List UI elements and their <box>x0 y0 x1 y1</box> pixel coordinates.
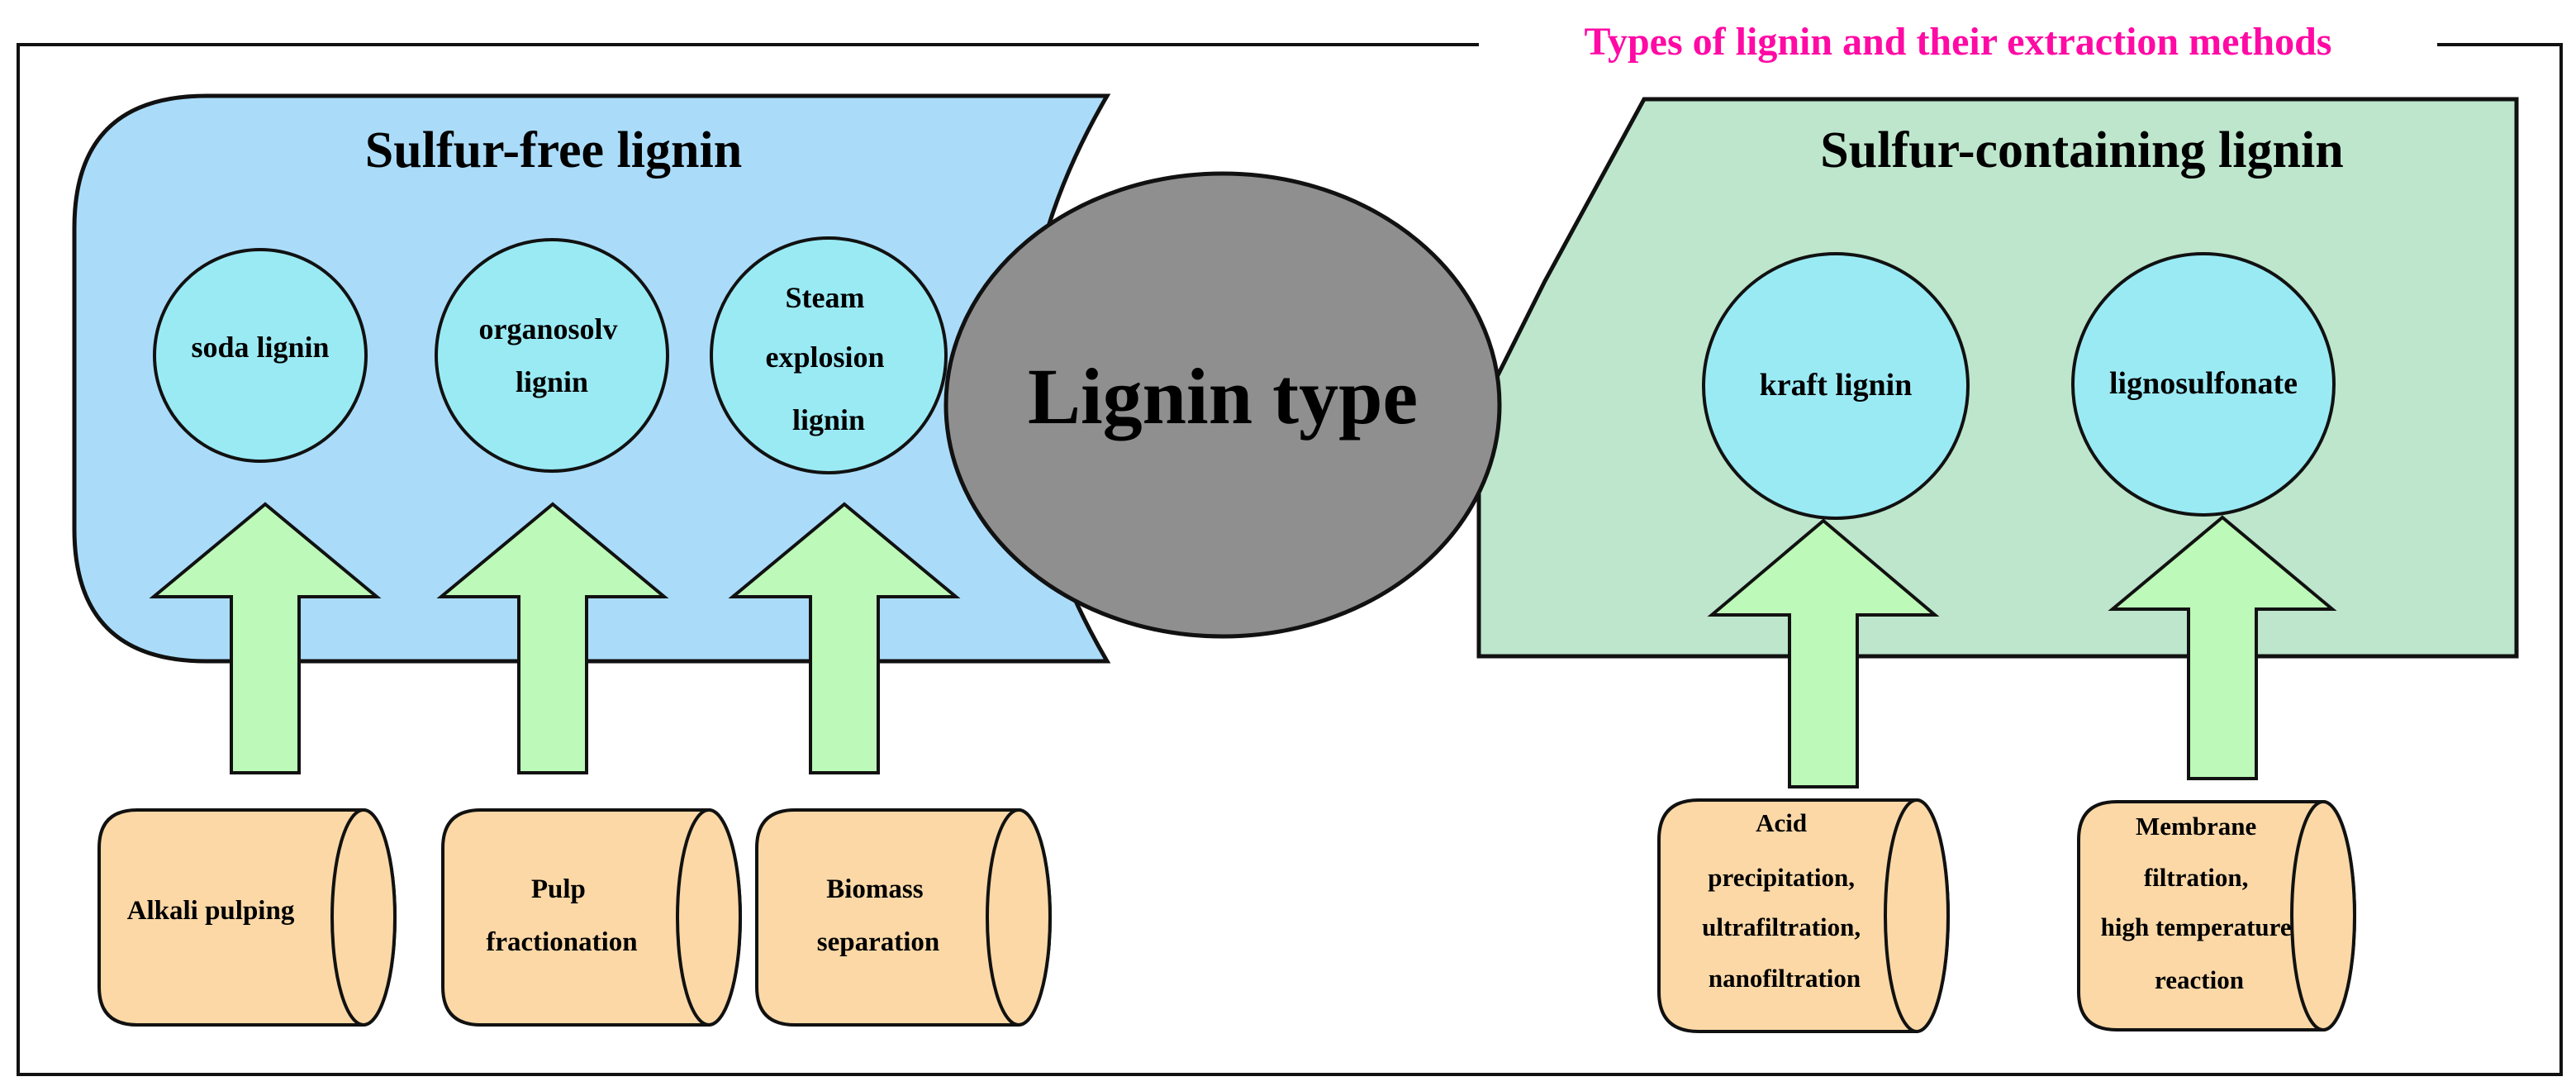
type-label-line: lignin <box>792 403 865 436</box>
method-label-line: high temperature <box>2101 912 2292 941</box>
type-node-soda-lignin: soda lignin <box>153 248 368 463</box>
arrow-up-icon <box>149 502 382 774</box>
method-label: Acid precipitation, ultrafiltration, nan… <box>1702 808 1867 993</box>
method-label: Pulp fractionation <box>486 874 637 957</box>
method-label-line: filtration, <box>2144 863 2249 892</box>
type-label: lignosulfonate <box>2109 366 2298 401</box>
type-label: Steam explosion lignin <box>765 281 891 436</box>
sulfur-containing-heading: Sulfur-containing lignin <box>1820 122 2343 179</box>
arrow-up-icon <box>728 502 961 774</box>
lignin-type-ellipse <box>943 171 1502 639</box>
type-label-line: organosolv <box>478 312 617 345</box>
method-alkali-pulping: Alkali pulping <box>97 808 397 1027</box>
arrow-up-icon <box>436 502 669 774</box>
cylinder-cap <box>1884 798 1950 1033</box>
method-label-line: Biomass <box>826 874 924 904</box>
type-label-line: explosion <box>765 341 884 374</box>
method-label-line: separation <box>817 927 940 957</box>
type-circle <box>2071 252 2336 517</box>
type-circle <box>710 236 948 474</box>
method-label-line: Membrane <box>2136 812 2256 841</box>
type-label-line: Steam <box>786 281 865 314</box>
method-pulp-fractionation: Pulp fractionation <box>441 808 742 1027</box>
type-label: organosolv lignin <box>478 312 625 398</box>
type-label-line: lignosulfonate <box>2109 366 2298 401</box>
type-node-organosolv-lignin: organosolv lignin <box>435 238 669 473</box>
method-label-line: precipitation, <box>1708 863 1855 892</box>
sulfur-containing-panel <box>1476 97 2519 659</box>
sulfur-free-heading: Sulfur-free lignin <box>365 122 742 179</box>
type-label-line: lignin <box>516 365 588 398</box>
method-label: Alkali pulping <box>127 896 295 926</box>
method-membrane-filtration: Membrane filtration, high temperature re… <box>2077 800 2356 1031</box>
cylinder-cap <box>330 808 397 1027</box>
method-acid-precipitation: Acid precipitation, ultrafiltration, nan… <box>1657 798 1950 1033</box>
type-circle <box>435 238 669 473</box>
cylinder-cap <box>2290 800 2356 1031</box>
type-node-steam-explosion-lignin: Steam explosion lignin <box>710 236 948 474</box>
type-label-line: kraft lignin <box>1760 368 1913 403</box>
method-label-line: Alkali pulping <box>127 896 295 926</box>
cylinder-cap <box>986 808 1052 1027</box>
method-label-line: reaction <box>2155 965 2244 994</box>
type-label: kraft lignin <box>1760 368 1913 403</box>
method-label: Membrane filtration, high temperature re… <box>2101 812 2298 994</box>
method-label-line: ultrafiltration, <box>1702 912 1861 941</box>
cylinder-cap <box>676 808 742 1027</box>
type-circle <box>153 248 368 463</box>
method-label-line: Pulp <box>531 874 586 904</box>
arrow-up-icon <box>2108 515 2337 780</box>
method-label-line: fractionation <box>486 927 637 957</box>
lignin-type-label: Lignin type <box>1028 352 1418 441</box>
method-biomass-separation: Biomass separation <box>755 808 1052 1027</box>
type-node-lignosulfonate: lignosulfonate <box>2071 252 2336 517</box>
type-label-line: soda lignin <box>191 331 329 364</box>
outer-frame <box>17 43 2563 1076</box>
method-label: Biomass separation <box>817 874 940 957</box>
method-label-line: nanofiltration <box>1709 964 1861 993</box>
type-label: soda lignin <box>191 331 329 364</box>
method-label-line: Acid <box>1756 808 1807 837</box>
type-circle <box>1702 252 1970 520</box>
arrow-up-icon <box>1707 518 1940 788</box>
diagram-title: Types of lignin and their extraction met… <box>1585 20 2332 64</box>
type-node-kraft-lignin: kraft lignin <box>1702 252 1970 520</box>
